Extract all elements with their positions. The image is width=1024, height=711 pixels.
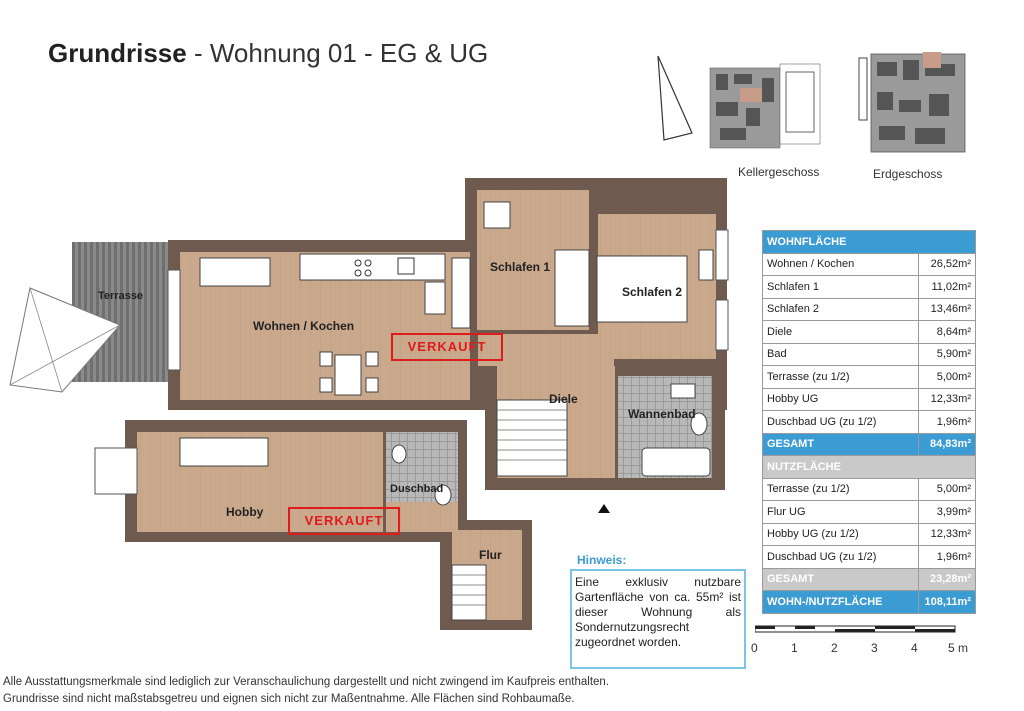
keyplan-basement-label: Kellergeschoss [738, 165, 820, 179]
basement-plan [94, 420, 532, 630]
row-name: Schlafen 1 [762, 275, 919, 299]
row-name: Bad [762, 342, 919, 366]
scale-bar [755, 625, 956, 633]
page-title-rest: - Wohnung 01 - EG & UG [186, 38, 489, 68]
scale-tick-3: 3 [871, 641, 878, 655]
row-value: 8,64m² [918, 320, 976, 344]
row-name: Flur UG [762, 500, 919, 524]
sold-label-upper: VERKAUFT [391, 333, 503, 361]
ground-floor-plan [167, 178, 729, 513]
room-label-diele: Diele [549, 392, 578, 406]
note-title: Hinweis: [577, 553, 627, 567]
row-value: 5,90m² [918, 342, 976, 366]
row-value: 26,52m² [918, 252, 976, 276]
row-name: Duschbad UG (zu 1/2) [762, 410, 919, 434]
nutzflaeche-header-row: NUTZFLÄCHE [762, 455, 976, 479]
scale-tick-1: 1 [791, 641, 798, 655]
row-name: Hobby UG [762, 387, 919, 411]
row-value: 13,46m² [918, 297, 976, 321]
keyplan-basement [657, 55, 821, 149]
row-name: Terrasse (zu 1/2) [762, 477, 919, 501]
row-name: Diele [762, 320, 919, 344]
row-name: GESAMT [762, 567, 919, 591]
scale-tick-2: 2 [831, 641, 838, 655]
terrace-area [9, 242, 172, 393]
row-value: 1,96m² [918, 545, 976, 569]
row-value: 5,00m² [918, 477, 976, 501]
row-name: GESAMT [762, 432, 919, 456]
row-name: Hobby UG (zu 1/2) [762, 522, 919, 546]
table-row: Duschbad UG (zu 1/2)1,96m² [762, 545, 976, 569]
row-value: 11,02m² [918, 275, 976, 299]
row-name: Wohnen / Kochen [762, 252, 919, 276]
row-value: 12,33m² [918, 387, 976, 411]
room-label-terrasse: Terrasse [98, 290, 143, 302]
scale-tick-5: 5 m [948, 641, 969, 655]
table-row: Terrasse (zu 1/2)5,00m² [762, 477, 976, 501]
table-row: Duschbad UG (zu 1/2)1,96m² [762, 410, 976, 434]
floor-plan: Terrasse Wohnen / Kochen Schlafen 1 Schl… [9, 178, 729, 630]
row-value: 5,00m² [918, 365, 976, 389]
row-value: 3,99m² [918, 500, 976, 524]
table-row: Hobby UG (zu 1/2)12,33m² [762, 522, 976, 546]
room-label-schlafen1: Schlafen 1 [490, 260, 550, 274]
wohnflaeche-header: WOHNFLÄCHE [762, 230, 976, 254]
footer-line-1: Alle Ausstattungsmerkmale sind lediglich… [3, 676, 610, 688]
page-title-bold: Grundrisse [48, 38, 187, 68]
row-value: 84,83m² [918, 432, 976, 456]
keyplan-ground [858, 52, 966, 153]
row-name: Duschbad UG (zu 1/2) [762, 545, 919, 569]
keyplan-ground-label: Erdgeschoss [873, 167, 943, 181]
row-value: 108,11m² [918, 590, 976, 614]
room-label-flur: Flur [479, 548, 502, 562]
table-row: Terrasse (zu 1/2)5,00m² [762, 365, 976, 389]
row-name: Schlafen 2 [762, 297, 919, 321]
footer-disclaimer: Alle Ausstattungsmerkmale sind lediglich… [3, 674, 609, 708]
row-name: WOHN-/NUTZFLÄCHE [762, 590, 919, 614]
room-label-schlafen2: Schlafen 2 [622, 285, 682, 299]
wohnflaeche-header-row: WOHNFLÄCHE [762, 230, 976, 254]
room-label-duschbad: Duschbad [390, 483, 443, 495]
room-label-wohnen: Wohnen / Kochen [253, 319, 354, 333]
row-name: Terrasse (zu 1/2) [762, 365, 919, 389]
scale-tick-4: 4 [911, 641, 918, 655]
room-label-wannenbad: Wannenbad [628, 407, 696, 421]
scale-tick-0: 0 [751, 641, 758, 655]
sold-label-lower: VERKAUFT [288, 507, 400, 535]
row-value: 12,33m² [918, 522, 976, 546]
footer-line-2: Grundrisse sind nicht maßstabsgetreu und… [3, 693, 575, 705]
row-value: 1,96m² [918, 410, 976, 434]
nutzflaeche-header: NUTZFLÄCHE [762, 455, 976, 479]
room-label-hobby: Hobby [226, 505, 264, 519]
row-value: 23,28m² [918, 567, 976, 591]
page-title: Grundrisse - Wohnung 01 - EG & UG [48, 38, 488, 69]
note-box: Eine exklusiv nutzbare Gartenfläche von … [570, 569, 746, 669]
